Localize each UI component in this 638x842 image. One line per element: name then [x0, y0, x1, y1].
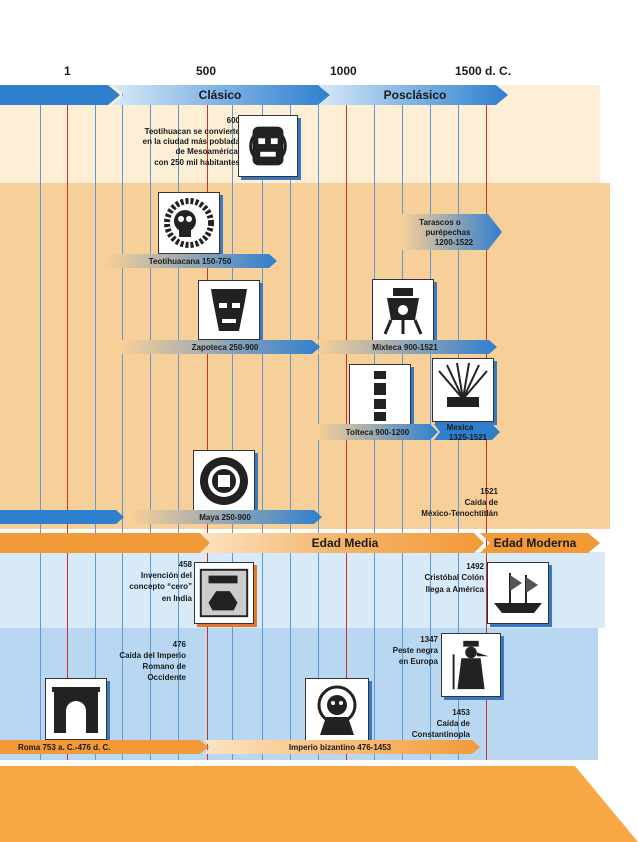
maya-arrows [0, 510, 322, 524]
teotihuacan-event-line-4: con 250 mil habitantes [154, 158, 240, 167]
tolteca-warrior-image [349, 364, 411, 426]
teotihuacana-skull-image [158, 192, 220, 254]
grid-line [207, 85, 208, 760]
mixteca-vessel-image [372, 279, 434, 341]
grid-line [346, 85, 347, 760]
constantinopla-event-year: 1453 [452, 708, 470, 717]
india-seal-image [194, 562, 254, 624]
teotihuacana-label: Teotihuacana 150-750 [148, 256, 232, 266]
colon-event-line-1: Cristóbal Colón [424, 573, 484, 582]
grid-line [40, 85, 41, 760]
teotihuacan-mask-image [238, 115, 298, 177]
period-arrows [0, 85, 508, 105]
grid-line [290, 85, 291, 760]
peste-doctor-image [441, 633, 501, 697]
grid-line [178, 85, 179, 760]
colon-event-line-2: llega a América [425, 585, 484, 594]
grid-line [122, 85, 123, 760]
grid-line [150, 85, 151, 760]
roma-event-line-1: Caída del Imperio [119, 651, 186, 660]
grid-line [458, 85, 459, 760]
background-band-bottom [0, 766, 638, 842]
year-label-1000: 1000 [330, 64, 357, 78]
tolteca-mexica-arrows [318, 424, 500, 440]
peste-event-line-2: en Europa [398, 657, 438, 666]
roman-arch-image [45, 678, 107, 740]
period-classic-label: Clásico [198, 88, 242, 102]
peste-event-year: 1347 [420, 635, 438, 644]
roma-label: Roma 753 a. C.-476 d. C. [18, 742, 111, 752]
period-postclassic-label: Posclásico [383, 88, 447, 102]
tarascos-arrow [402, 214, 502, 250]
maya-disc-image [193, 450, 255, 512]
cero-event-line-2: concepto “cero” [129, 582, 192, 591]
cero-event-year: 458 [178, 560, 192, 569]
teotihuacan-event-year: 600 [226, 116, 240, 125]
roma-event-line-3: Occidente [147, 673, 186, 682]
bizantino-label: Imperio bizantino 476-1453 [288, 742, 392, 752]
constantinopla-event-line-1: Caída de [436, 719, 470, 728]
grid-line [232, 85, 233, 760]
tenochtitlan-event-line-1: Caída de [464, 498, 498, 507]
constantinopla-event-line-2: Constantinopla [411, 730, 470, 739]
teotihuacan-event-line-3: de Mesoamérica, [175, 147, 240, 156]
europe-era-arrows [0, 533, 600, 553]
grid-line [262, 85, 263, 760]
mexica-headdress-image [432, 358, 494, 422]
teotihuacana-arrow [105, 254, 277, 268]
byzantine-emperor-image [305, 678, 369, 742]
tarascos-line-3: 1200-1522 [434, 238, 474, 247]
roma-bizantino-arrows [0, 740, 480, 754]
teotihuacan-event-line-1: Teotihuacan se convierte [144, 127, 240, 136]
edad-moderna-label: Edad Moderna [493, 536, 577, 550]
grid-line [318, 85, 319, 760]
tolteca-label: Tolteca 900-1200 [345, 427, 410, 437]
grid-line [430, 85, 431, 760]
grid-line [486, 85, 487, 760]
tarascos-line-1: Tarascos o [419, 218, 461, 227]
mixteca-label: Mixteca 900-1521 [372, 342, 438, 352]
grid-line [67, 85, 68, 760]
mexica-line-1: Mexica [446, 423, 474, 432]
roma-event-line-2: Romano de [142, 662, 186, 671]
colon-event-year: 1492 [466, 562, 484, 571]
peste-event-line-1: Peste negra [392, 646, 438, 655]
mexica-line-2: 1325-1521 [448, 433, 488, 442]
cero-event-line-3: en India [161, 594, 192, 603]
roma-event-year: 476 [172, 640, 186, 649]
zapoteca-mixteca-arrows [122, 340, 497, 354]
zapoteca-label: Zapoteca 250-900 [191, 342, 259, 352]
tenochtitlan-event-line-2: México-Tenochtitlán [421, 509, 498, 518]
tarascos-line-2: purépechas [425, 228, 471, 237]
zapoteca-head-image [198, 280, 260, 340]
teotihuacan-event-line-2: en la ciudad más poblada [142, 137, 240, 146]
year-label-1: 1 [64, 64, 71, 78]
grid-line [95, 85, 96, 760]
background-band-mesoamerica [0, 183, 610, 529]
year-label-500: 500 [196, 64, 217, 78]
edad-media-label: Edad Media [311, 536, 379, 550]
colon-ship-image [487, 562, 549, 624]
year-label-1500: 1500 d. C. [455, 64, 512, 78]
maya-label: Maya 250-900 [199, 512, 251, 522]
cero-event-line-1: Invención del [140, 571, 192, 580]
tenochtitlan-event-year: 1521 [480, 487, 498, 496]
